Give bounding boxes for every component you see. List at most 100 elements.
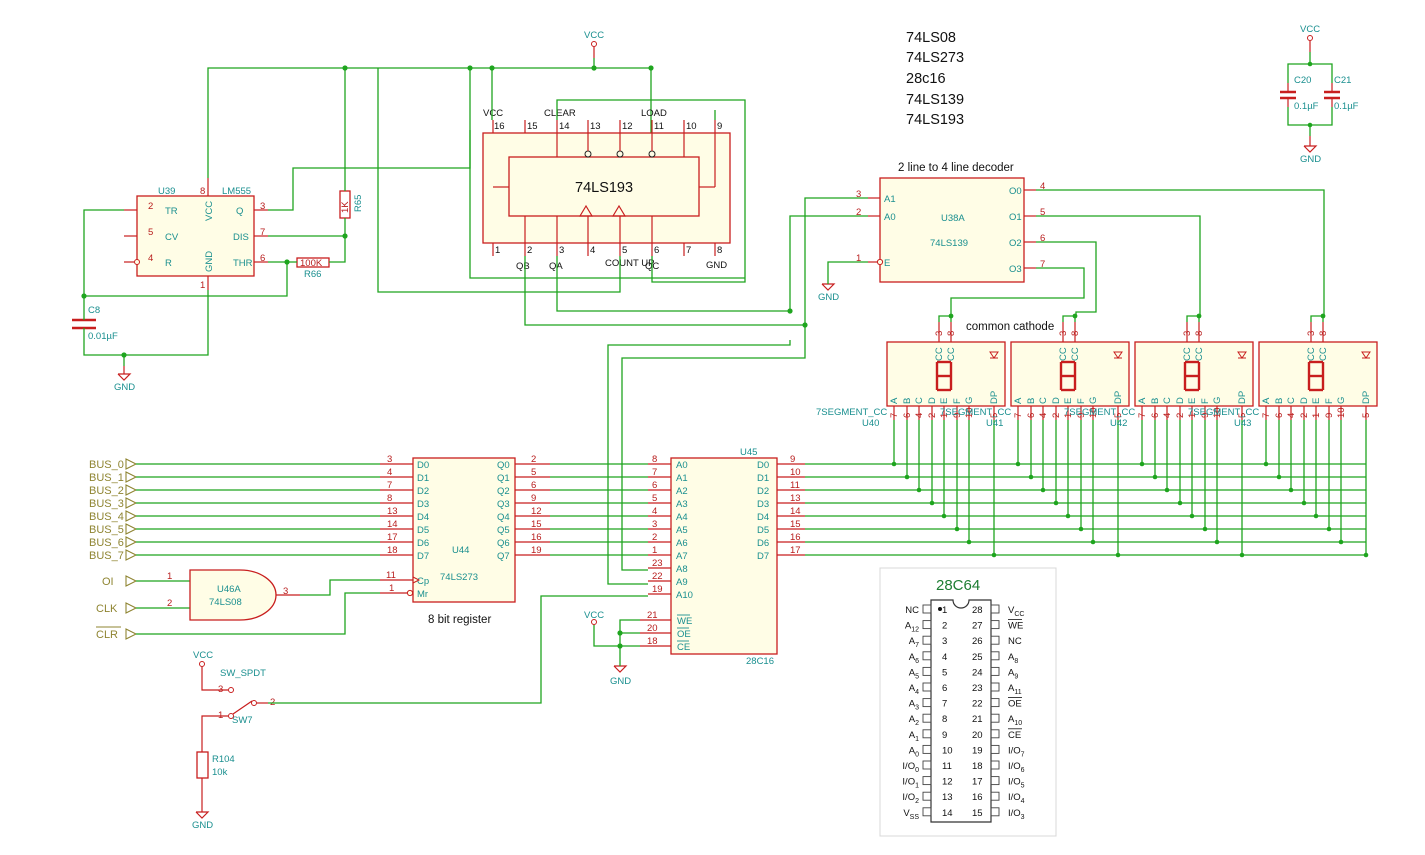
eeprom-a-pin-number: 8 [652, 454, 657, 465]
pinout-pin-symbol: WE [1008, 621, 1023, 632]
bus-label: BUS_0 [89, 458, 380, 471]
pinout-pin-symbol: VSS [903, 808, 919, 821]
pinout-pin-symbol: CE [1008, 730, 1021, 741]
pinout-pin-symbol: A8 [1008, 652, 1018, 665]
svg-text:TR: TR [165, 206, 178, 217]
pinout-pin-number: 28 [972, 605, 983, 616]
display-ref: U42 [1110, 418, 1127, 429]
register-q-pin-name: Q4 [497, 512, 510, 523]
oi-label: OI [102, 575, 190, 588]
display-body [886, 341, 1006, 407]
svg-text:WE: WE [677, 616, 692, 627]
display-pin-number: 7 [1261, 413, 1272, 418]
display-pin-number: 10 [1336, 407, 1347, 418]
svg-text:Cp: Cp [417, 576, 429, 587]
display-pin-number: 6 [1150, 413, 1161, 418]
eeprom-d-pin-number: 9 [790, 454, 795, 465]
svg-text:3: 3 [260, 201, 265, 212]
c21-value: 0.1µF [1334, 101, 1359, 112]
register-q-pin-number: 5 [531, 467, 536, 478]
svg-text:QB: QB [516, 261, 530, 272]
eeprom-a-pin-name: A3 [676, 499, 688, 510]
svg-text:GND: GND [706, 260, 727, 271]
pinout-pin-number: 22 [972, 699, 983, 710]
pinout-pin-symbol: NC [905, 605, 919, 616]
decoder-74ls139: U38A 74LS139 A1 A0 E O0 O1 O2 O3 3 2 1 4… [856, 177, 1045, 283]
eeprom-name: 28C16 [746, 656, 774, 667]
eeprom-d-pin-number: 17 [790, 545, 801, 556]
pinout-pin-symbol: I/O4 [1008, 792, 1025, 805]
display-segment-name: C [1038, 397, 1049, 404]
bus-label-text: BUS_1 [89, 472, 124, 484]
svg-text:LOAD: LOAD [641, 108, 667, 119]
svg-text:CLEAR: CLEAR [544, 108, 576, 119]
pinout-row-left: 4A6 [909, 651, 947, 665]
svg-text:8: 8 [1070, 331, 1081, 336]
svg-text:O0: O0 [1009, 186, 1022, 197]
eeprom-pins: 8A07A16A25A34A43A52A61A723A822A919A109D0… [648, 454, 805, 601]
decoder-wiring [607, 189, 1325, 585]
register-q-pin-name: Q0 [497, 460, 510, 471]
pinout-pin-number: 20 [972, 730, 983, 741]
display-pin-number: 4 [1038, 413, 1049, 418]
pinout-pin-symbol: A1 [909, 730, 919, 743]
svg-text:R104: R104 [212, 754, 235, 765]
svg-text:3: 3 [1182, 331, 1193, 336]
svg-text:3: 3 [1306, 331, 1317, 336]
pinout-pin-symbol: A2 [909, 714, 919, 727]
display-pin-number: 5 [1361, 413, 1372, 418]
register-q-pin-name: Q5 [497, 525, 510, 536]
pinout-row-left: 6A4 [909, 682, 947, 696]
svg-text:8: 8 [1318, 331, 1329, 336]
eeprom-d-pin-number: 10 [790, 467, 801, 478]
register-d-pin-number: 13 [387, 506, 398, 517]
pinout-pin-symbol: I/O6 [1008, 761, 1025, 774]
display-pin-number: 4 [1162, 413, 1173, 418]
display-segment-name: B [1026, 398, 1037, 404]
register-d-pin-name: D1 [417, 473, 429, 484]
control-inputs: OI CLK CLR [96, 575, 380, 641]
led-icon [1237, 351, 1247, 359]
bus-label-text: BUS_6 [89, 537, 124, 549]
pinout-title: 28C64 [936, 577, 980, 594]
eeprom-d-pin-number: 13 [790, 493, 801, 504]
display-body [1134, 341, 1254, 407]
pinout-pin-symbol: A4 [909, 683, 919, 696]
display-pin-number: 4 [914, 413, 925, 418]
common-cathode-note: common cathode [966, 321, 1054, 333]
counter-wiring [377, 68, 808, 328]
pinout-row-left: 7A3 [909, 698, 947, 712]
svg-text:COUNT UP: COUNT UP [605, 258, 654, 269]
timer-name: LM555 [222, 186, 251, 197]
svg-text:1: 1 [495, 245, 500, 256]
svg-text:SW_SPDT: SW_SPDT [220, 668, 266, 679]
pinout-pin-symbol: I/O1 [902, 777, 919, 790]
svg-text:SW7: SW7 [232, 715, 253, 726]
pinout-pin-number: 8 [942, 714, 947, 725]
svg-text:CV: CV [165, 232, 179, 243]
pinout-pin-number: 10 [942, 745, 953, 756]
display-pin-number: 5 [1113, 413, 1124, 418]
register-d-pin-number: 8 [387, 493, 392, 504]
register-q-pin-number: 19 [531, 545, 542, 556]
register-q-pin-name: Q1 [497, 473, 510, 484]
vcc-symbol-caps: VCC [1300, 24, 1320, 52]
svg-text:E: E [884, 258, 890, 269]
svg-text:Q: Q [236, 206, 243, 217]
clr-label: CLR [96, 592, 380, 641]
register-q-pin-number: 12 [531, 506, 542, 517]
svg-text:VCC: VCC [584, 610, 604, 621]
display-pin-number: 1 [1063, 413, 1074, 418]
svg-text:1: 1 [389, 583, 394, 594]
decoupling-caps: C20 0.1µF C21 0.1µF [1280, 52, 1359, 136]
eeprom-a-pin-name: A7 [676, 551, 688, 562]
bus-label-text: BUS_2 [89, 485, 124, 497]
svg-text:13: 13 [590, 121, 601, 132]
eeprom-a-pin-name: A0 [676, 460, 688, 471]
c21-ref: C21 [1334, 75, 1351, 86]
